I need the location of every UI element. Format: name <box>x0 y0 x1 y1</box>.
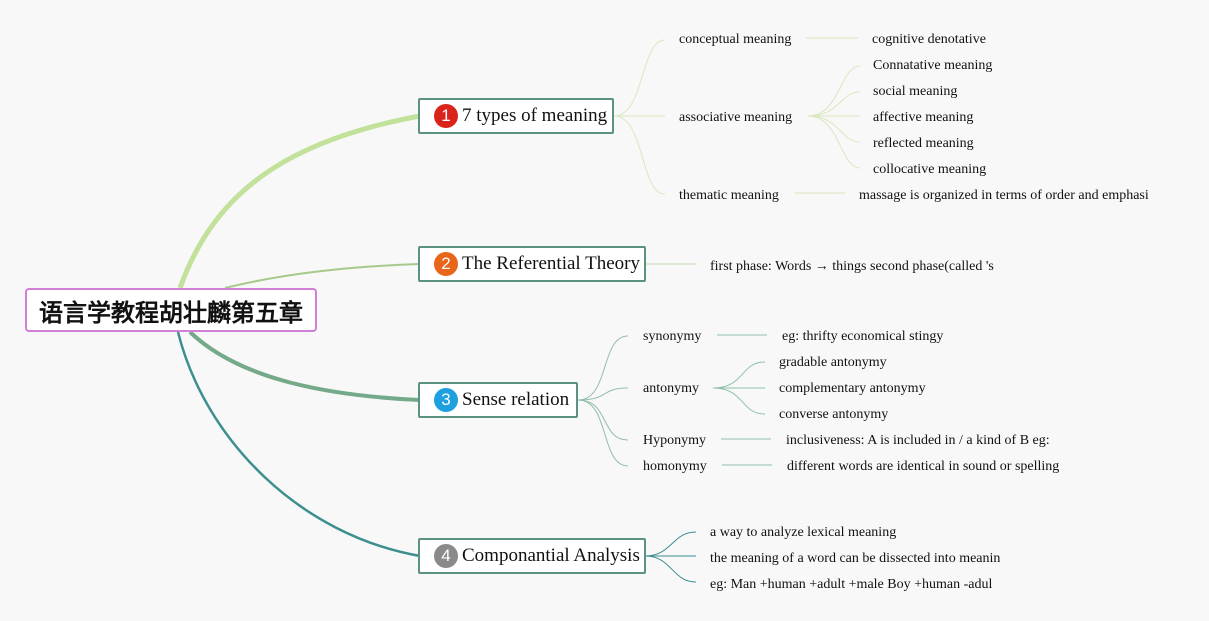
node-hyponymy[interactable]: Hyponymy <box>643 433 706 448</box>
node-converse-antonymy[interactable]: converse antonymy <box>779 407 889 422</box>
node-affective-meaning[interactable]: affective meaning <box>873 110 974 125</box>
node-complementary-antonymy[interactable]: complementary antonymy <box>779 381 926 396</box>
root-title: 语言学教程胡壮麟第五章 <box>39 298 303 327</box>
number-badge-icon: 1 <box>434 104 458 128</box>
number-badge-icon: 3 <box>434 388 458 412</box>
node-homonymy-detail[interactable]: different words are identical in sound o… <box>787 459 1060 474</box>
branch-7-types-of-meaning[interactable]: 1 7 types of meaning <box>418 98 614 134</box>
node-antonymy[interactable]: antonymy <box>643 381 699 396</box>
node-thematic-detail[interactable]: massage is organized in terms of order a… <box>859 188 1149 203</box>
node-connatative-meaning[interactable]: Connatative meaning <box>873 58 993 73</box>
root-topic[interactable]: 语言学教程胡壮麟第五章 <box>25 288 317 332</box>
links-branch-3 <box>577 334 772 467</box>
node-synonymy-example[interactable]: eg: thrifty economical stingy <box>782 329 944 344</box>
link-root-branch-2 <box>224 263 421 289</box>
node-reflected-meaning[interactable]: reflected meaning <box>873 136 974 151</box>
node-thematic-meaning[interactable]: thematic meaning <box>679 188 779 203</box>
links-branch-4 <box>644 531 697 583</box>
branch-componantial-analysis[interactable]: 4 Componantial Analysis <box>418 538 646 574</box>
node-collocative-meaning[interactable]: collocative meaning <box>873 162 987 177</box>
node-homonymy[interactable]: homonymy <box>643 459 707 474</box>
node-meaning-dissected[interactable]: the meaning of a word can be dissected i… <box>710 551 1001 566</box>
node-referential-phases[interactable]: first phase: Words → things second phase… <box>710 259 994 274</box>
branch-title: The Referential Theory <box>462 253 640 274</box>
branch-referential-theory[interactable]: 2 The Referential Theory <box>418 246 646 282</box>
branch-title: Sense relation <box>462 389 570 410</box>
node-analyze-lexical-meaning[interactable]: a way to analyze lexical meaning <box>710 525 897 540</box>
branch-title: 7 types of meaning <box>462 105 608 126</box>
node-synonymy[interactable]: synonymy <box>643 329 702 344</box>
node-conceptual-meaning[interactable]: conceptual meaning <box>679 32 792 47</box>
number-badge-icon: 4 <box>434 544 458 568</box>
link-root-branch-1 <box>177 113 421 289</box>
node-associative-meaning[interactable]: associative meaning <box>679 110 793 125</box>
link-root-branch-3 <box>188 330 421 402</box>
branch-title: Componantial Analysis <box>462 545 640 566</box>
node-component-example[interactable]: eg: Man +human +adult +male Boy +human -… <box>710 577 993 592</box>
node-gradable-antonymy[interactable]: gradable antonymy <box>779 355 887 370</box>
branch-sense-relation[interactable]: 3 Sense relation <box>418 382 578 418</box>
node-social-meaning[interactable]: social meaning <box>873 84 958 99</box>
links-branch-1 <box>613 37 861 195</box>
link-root-branch-4 <box>176 331 421 558</box>
node-hyponymy-detail[interactable]: inclusiveness: A is included in / a kind… <box>786 433 1050 448</box>
number-badge-icon: 2 <box>434 252 458 276</box>
node-cognitive-denotative[interactable]: cognitive denotative <box>872 32 986 47</box>
